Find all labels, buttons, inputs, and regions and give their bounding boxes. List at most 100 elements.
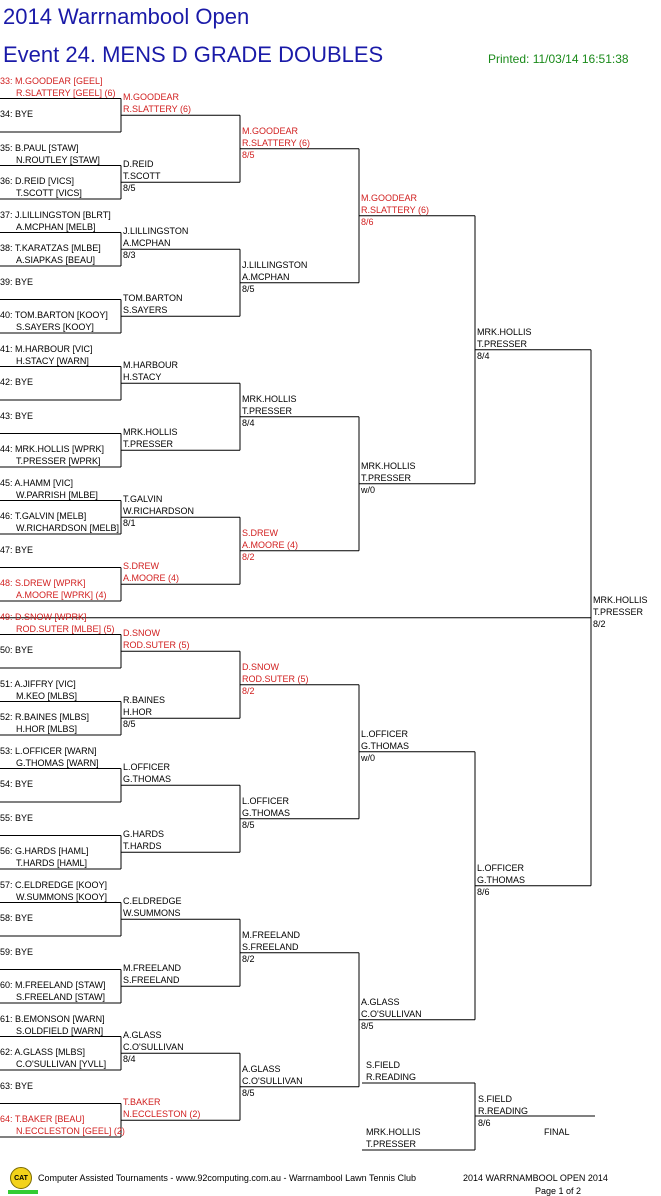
round1-team-name: 46: T.GALVIN [MELB] — [0, 511, 87, 521]
round2-team-partner: A.MCPHAN — [123, 238, 171, 249]
round3-team-partner: T.PRESSER — [242, 405, 293, 416]
round3-score: 8/5 — [242, 819, 255, 830]
round1-team-name: 47: BYE — [0, 544, 34, 555]
round1-team-name: 61: B.EMONSON [WARN] — [0, 1013, 105, 1024]
round1-team-name: 52: R.BAINES [MLBS] — [0, 712, 90, 722]
round1-team-name: 36: D.REID [VICS] — [0, 176, 75, 186]
round1-team-name: 57: C.ELDREDGE [KOOY] — [0, 879, 108, 890]
round3-team-name: S.DREW — [242, 527, 278, 538]
round1-team-name: 51: A.JIFFRY [VIC] — [0, 678, 76, 689]
final-top-team-name: S.FIELD — [366, 1060, 401, 1070]
round2-team-name: TOM.BARTON — [123, 293, 183, 304]
cat-logo: CAT — [10, 1167, 32, 1189]
round2-team-partner: H.STACY — [123, 372, 162, 383]
round2-team-partner: N.ECCLESTON (2) — [123, 1109, 201, 1120]
round1-team-name: 58: BYE — [0, 913, 34, 923]
round3-score: 8/5 — [242, 283, 255, 294]
round2-team-partner: W.SUMMONS — [123, 908, 181, 919]
round1-team-name: 38: T.KARATZAS [MLBE] — [0, 243, 101, 253]
round4-team-name: M.GOODEAR — [361, 192, 418, 203]
round2-team-name: A.GLASS — [123, 1030, 162, 1041]
round1-team-partner: ROD.SUTER [MLBE] (5) — [16, 623, 115, 634]
round1-team-partner: H.STACY [WARN] — [16, 355, 89, 366]
round1-team-name: 62: A.GLASS [MLBS] — [0, 1047, 86, 1057]
round4-score: 8/5 — [361, 1020, 374, 1031]
round2-score: 8/1 — [123, 518, 136, 529]
round5-team-name: MRK.HOLLIS — [477, 326, 532, 337]
round2-team-name: C.ELDREDGE — [123, 896, 182, 907]
round3-team-name: A.GLASS — [242, 1063, 281, 1074]
round1-team-partner: T.HARDS [HAML] — [16, 858, 88, 868]
round3-score: 8/2 — [242, 953, 255, 964]
round3-score: 8/5 — [242, 1087, 255, 1098]
round3-team-partner: A.MOORE (4) — [242, 539, 299, 550]
round2-team-name: G.HARDS — [123, 829, 165, 840]
round1-team-name: 60: M.FREELAND [STAW] — [0, 980, 106, 990]
round3-team-name: M.FREELAND — [242, 929, 301, 940]
round1-team-name: 64: T.BAKER [BEAU] — [0, 1114, 85, 1124]
round1-team-partner: H.HOR [MLBS] — [16, 724, 78, 734]
round5-team-partner: G.THOMAS — [477, 874, 526, 885]
round5-score: 8/6 — [477, 886, 490, 897]
round3-team-name: MRK.HOLLIS — [242, 393, 297, 404]
round2-team-partner: G.THOMAS — [123, 774, 172, 785]
round1-team-name: 55: BYE — [0, 812, 34, 823]
round1-team-partner: W.PARRISH [MLBE] — [16, 489, 98, 500]
round2-team-partner: C.O'SULLIVAN — [123, 1042, 184, 1053]
final-bottom-team-partner: T.PRESSER — [366, 1139, 417, 1149]
round2-team-partner: ROD.SUTER (5) — [123, 640, 190, 651]
round4-team-partner: C.O'SULLIVAN — [361, 1008, 422, 1019]
round1-team-partner: A.MCPHAN [MELB] — [16, 221, 96, 232]
round1-team-name: 56: G.HARDS [HAML] — [0, 846, 89, 856]
round2-team-partner: T.HARDS — [123, 841, 162, 852]
round4-score: 8/6 — [361, 216, 374, 227]
round2-team-partner: R.SLATTERY (6) — [123, 104, 192, 115]
round1-team-partner: S.FREELAND [STAW] — [16, 992, 106, 1002]
logo-bar — [8, 1190, 38, 1194]
final-score: 8/6 — [478, 1118, 491, 1128]
round1-team-name: 37: J.LILLINGSTON [BLRT] — [0, 209, 111, 220]
final-label: FINAL — [544, 1127, 570, 1137]
round1-team-name: 35: B.PAUL [STAW] — [0, 142, 79, 153]
round1-team-partner: A.SIAPKAS [BEAU] — [16, 255, 96, 265]
round4-team-partner: T.PRESSER — [361, 472, 412, 483]
round1-team-partner: A.MOORE [WPRK] (4) — [16, 590, 107, 600]
round2-team-partner: S.FREELAND — [123, 975, 180, 986]
round4-score: w/0 — [361, 752, 376, 763]
round3-score: 8/4 — [242, 417, 255, 428]
round4-team-name: L.OFFICER — [361, 728, 409, 739]
round1-team-name: 42: BYE — [0, 377, 34, 387]
round5-team-partner: T.PRESSER — [477, 338, 528, 349]
round2-team-name: D.SNOW — [123, 628, 160, 639]
round2-team-name: M.HARBOUR — [123, 360, 179, 371]
round1-team-name: 45: A.HAMM [VIC] — [0, 477, 74, 488]
bracket-lines — [0, 98, 595, 1151]
round1-team-name: 53: L.OFFICER [WARN] — [0, 745, 97, 756]
round1-team-name: 59: BYE — [0, 946, 34, 957]
round4-team-partner: G.THOMAS — [361, 740, 410, 751]
final-top-team-partner: R.READING — [366, 1072, 417, 1082]
round1-team-partner: T.PRESSER [WPRK] — [16, 456, 101, 466]
round5-team-name: L.OFFICER — [477, 862, 525, 873]
round2-score: 8/5 — [123, 183, 136, 194]
round2-score: 8/5 — [123, 719, 136, 730]
round4-score: w/0 — [361, 484, 376, 495]
round2-team-name: S.DREW — [123, 561, 159, 572]
round2-team-name: M.FREELAND — [123, 963, 182, 974]
round2-team-partner: A.MOORE (4) — [123, 573, 180, 584]
round3-team-name: J.LILLINGSTON — [242, 259, 308, 270]
round1-team-partner: R.SLATTERY [GEEL] (6) — [16, 87, 116, 98]
footer-credit: Computer Assisted Tournaments - www.92co… — [38, 1173, 417, 1183]
round3-score: 8/2 — [242, 685, 255, 696]
final-bottom-team-name: MRK.HOLLIS — [366, 1127, 421, 1137]
round4-team-name: A.GLASS — [361, 996, 400, 1007]
event-title: Event 24. MENS D GRADE DOUBLES — [3, 42, 384, 67]
round1-team-partner: C.O'SULLIVAN [YVLL] — [16, 1059, 107, 1069]
round2-team-name: M.GOODEAR — [123, 92, 180, 103]
round1-team-name: 48: S.DREW [WPRK] — [0, 578, 86, 588]
round1-team-name: 43: BYE — [0, 410, 34, 421]
round3-score: 8/5 — [242, 149, 255, 160]
round1-team-name: 49: D.SNOW [WPRK] — [0, 611, 87, 622]
round2-team-partner: W.RICHARDSON — [123, 506, 195, 517]
round1-team-partner: N.ROUTLEY [STAW] — [16, 154, 100, 165]
